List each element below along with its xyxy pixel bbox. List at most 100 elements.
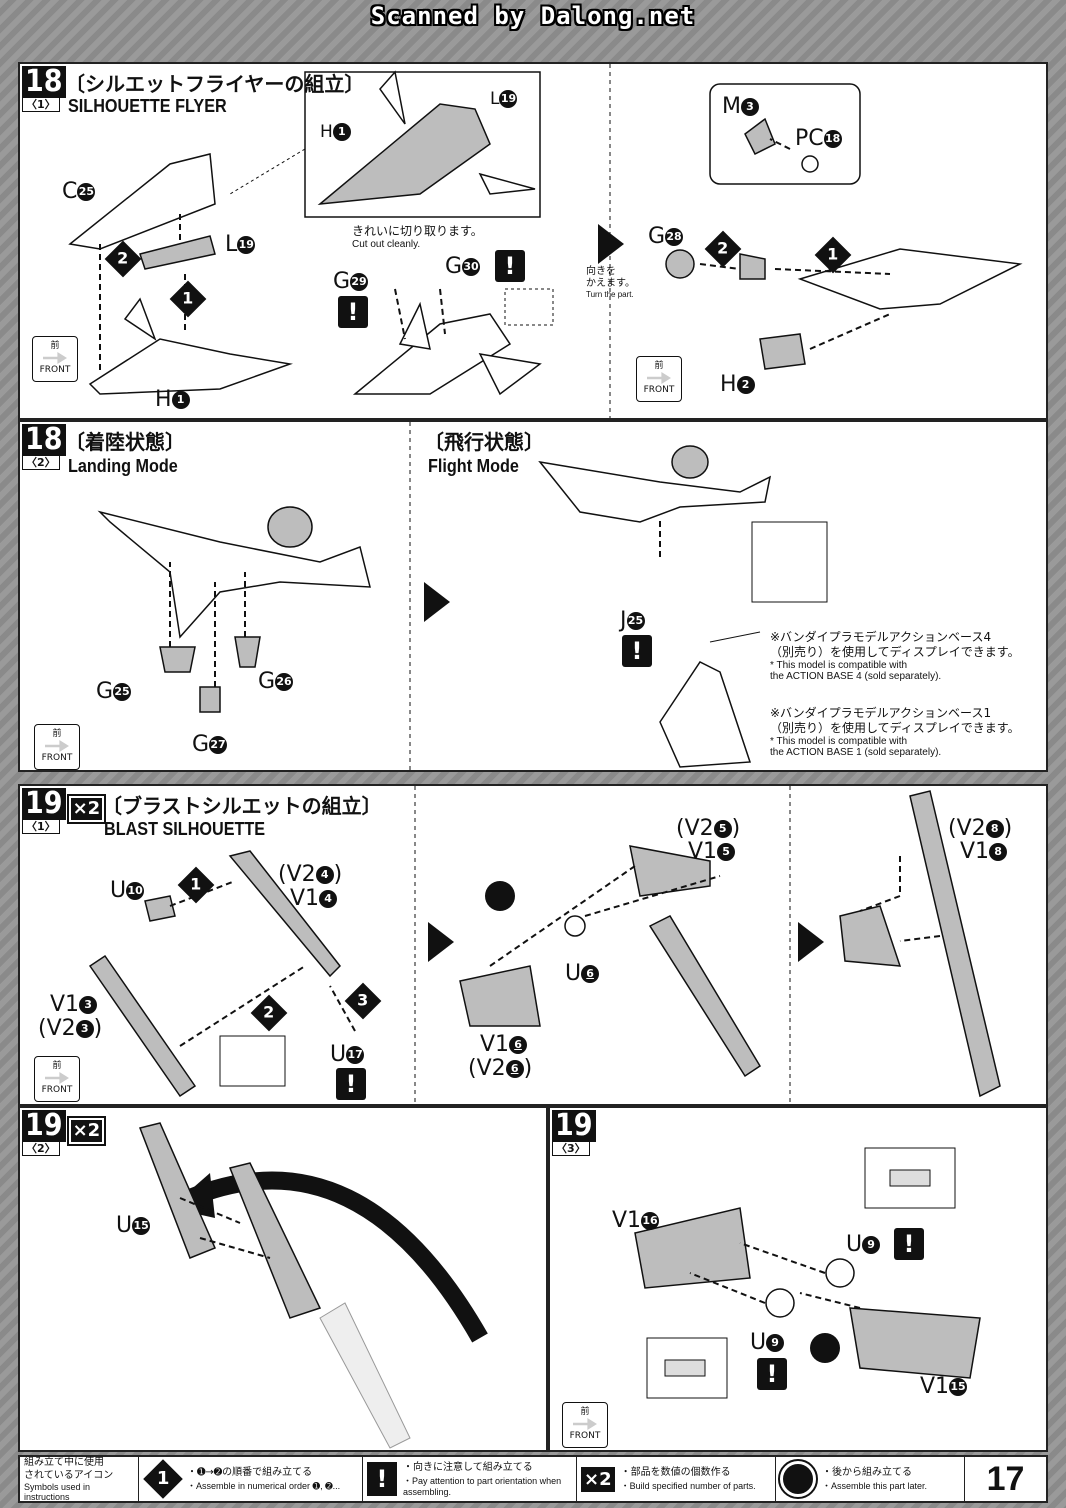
flyer-body-shape (797, 248, 1023, 310)
label-pc18: PC18 (795, 126, 842, 151)
step-number: 19 (552, 1110, 596, 1142)
label-g25: G25 (96, 679, 132, 704)
legend-title: 組み立て中に使用 されているアイコン Symbols used in instr… (20, 1457, 139, 1502)
label-c25: C25 (62, 179, 96, 204)
step-number: 18 (22, 66, 66, 98)
step-19-1-drawing (88, 786, 1001, 1104)
step-title-jp: 〔シルエットフライヤーの組立〕 (65, 72, 365, 96)
build-count-icon: ×2 (66, 1116, 107, 1146)
step-18-2-badge: 18 (22, 424, 66, 456)
step-number: 18 (22, 424, 66, 456)
step-18-1-badge: 18 (22, 66, 66, 98)
substep-label: 〈2〉 (22, 1141, 60, 1156)
label-v1-16: V116 (612, 1208, 660, 1233)
step-19-3-drawing (634, 1147, 981, 1399)
legend-later: ・後から組み立てる・Assemble this part later. (776, 1457, 965, 1501)
step-18-1-panel: 18 〈1〉 〔シルエットフライヤーの組立〕 SILHOUETTE FLYER … (18, 62, 1048, 420)
substep-label: 〈1〉 (22, 97, 60, 112)
landing-title-en: Landing Mode (68, 456, 178, 476)
label-u15: U15 (116, 1213, 151, 1238)
step-title-en: SILHOUETTE FLYER (68, 96, 227, 116)
attention-icon: ! (367, 1462, 397, 1496)
build-count-icon: ×2 (581, 1466, 615, 1492)
turn-note: 向きを かえます。 Turn the part. (586, 266, 635, 299)
step-title-jp: 〔ブラストシルエットの組立〕 (102, 794, 382, 818)
attention-icon: ! (622, 635, 652, 667)
scan-watermark: Scanned by Dalong.net (370, 2, 696, 30)
flight-title-jp: 〔飛行状態〕 (424, 430, 544, 454)
label-g28: G28 (648, 224, 684, 249)
page-number: 17 (986, 1459, 1025, 1498)
part-h1-shape (88, 338, 293, 395)
label-g27: G27 (192, 732, 228, 757)
step-18-1-drawing (68, 64, 1023, 418)
part-l19-shape (139, 235, 216, 270)
attention-icon: ! (757, 1358, 787, 1390)
legend-order: 1 ・➊→➋の順番で組み立てる・Assemble in numerical or… (139, 1457, 363, 1501)
attention-icon: ! (495, 250, 525, 282)
label-g26: G26 (258, 669, 294, 694)
step-number: 19 (22, 1110, 66, 1142)
build-count-icon: ×2 (66, 794, 107, 824)
label-g29: G29 (333, 269, 369, 294)
action-base-4-note: ※バンダイプラモデルアクションベース4 （別売り）を使用してディスプレイできます… (770, 630, 1020, 682)
label-u10: U10 (110, 878, 145, 903)
label-l19-inset: L19 (490, 89, 518, 109)
step-19-2-panel: 19 ×2 〈2〉 U15 (18, 1106, 548, 1452)
step-19-3-badge: 19 (552, 1110, 596, 1142)
step-title-en: BLAST SILHOUETTE (104, 819, 266, 839)
action-base-1-note: ※バンダイプラモデルアクションベース1 （別売り）を使用してディスプレイできます… (770, 706, 1020, 758)
substep-label: 〈1〉 (22, 819, 60, 834)
order-icon: 1 (156, 1468, 170, 1489)
attention-icon: ! (336, 1068, 366, 1100)
attention-icon: ! (894, 1228, 924, 1260)
flight-title-en: Flight Mode (428, 456, 519, 476)
label-v1-15: V115 (920, 1374, 968, 1399)
cut-note: きれいに切り取ります。 Cut out cleanly. (352, 224, 483, 250)
step-number: 19 (22, 788, 66, 820)
step-18-2-panel: 18 〈2〉 〔着陸状態〕 Landing Mode 〔飛行状態〕 Flight… (18, 420, 1048, 772)
label-l19: L19 (225, 232, 256, 257)
step-18-2-drawing (97, 422, 828, 770)
attention-icon: ! (338, 296, 368, 328)
substep-label: 〈2〉 (22, 455, 60, 470)
legend-count: ×2 ・部品を数値の個数作る・Build specified number of… (577, 1457, 776, 1501)
symbol-legend: 組み立て中に使用 されているアイコン Symbols used in instr… (18, 1455, 1048, 1503)
label-g30: G30 (445, 254, 481, 279)
assemble-later-icon (778, 1459, 818, 1499)
step-19-1-panel: 19 ×2 〈1〉 〔ブラストシルエットの組立〕 BLAST SILHOUETT… (18, 784, 1048, 1106)
step-19-1-badge: 19 ×2 (22, 788, 107, 824)
label-j25: J25 (620, 608, 645, 633)
label-u17: U17 (330, 1042, 365, 1067)
part-c25-shape (68, 153, 216, 250)
legend-attention: ! ・向きに注意して組み立てる・Pay attention to part or… (363, 1457, 577, 1501)
landing-title-jp: 〔着陸状態〕 (65, 430, 185, 454)
substep-label: 〈3〉 (552, 1141, 590, 1156)
step-19-2-badge: 19 ×2 (22, 1110, 107, 1146)
step-19-2-drawing (138, 1122, 488, 1449)
